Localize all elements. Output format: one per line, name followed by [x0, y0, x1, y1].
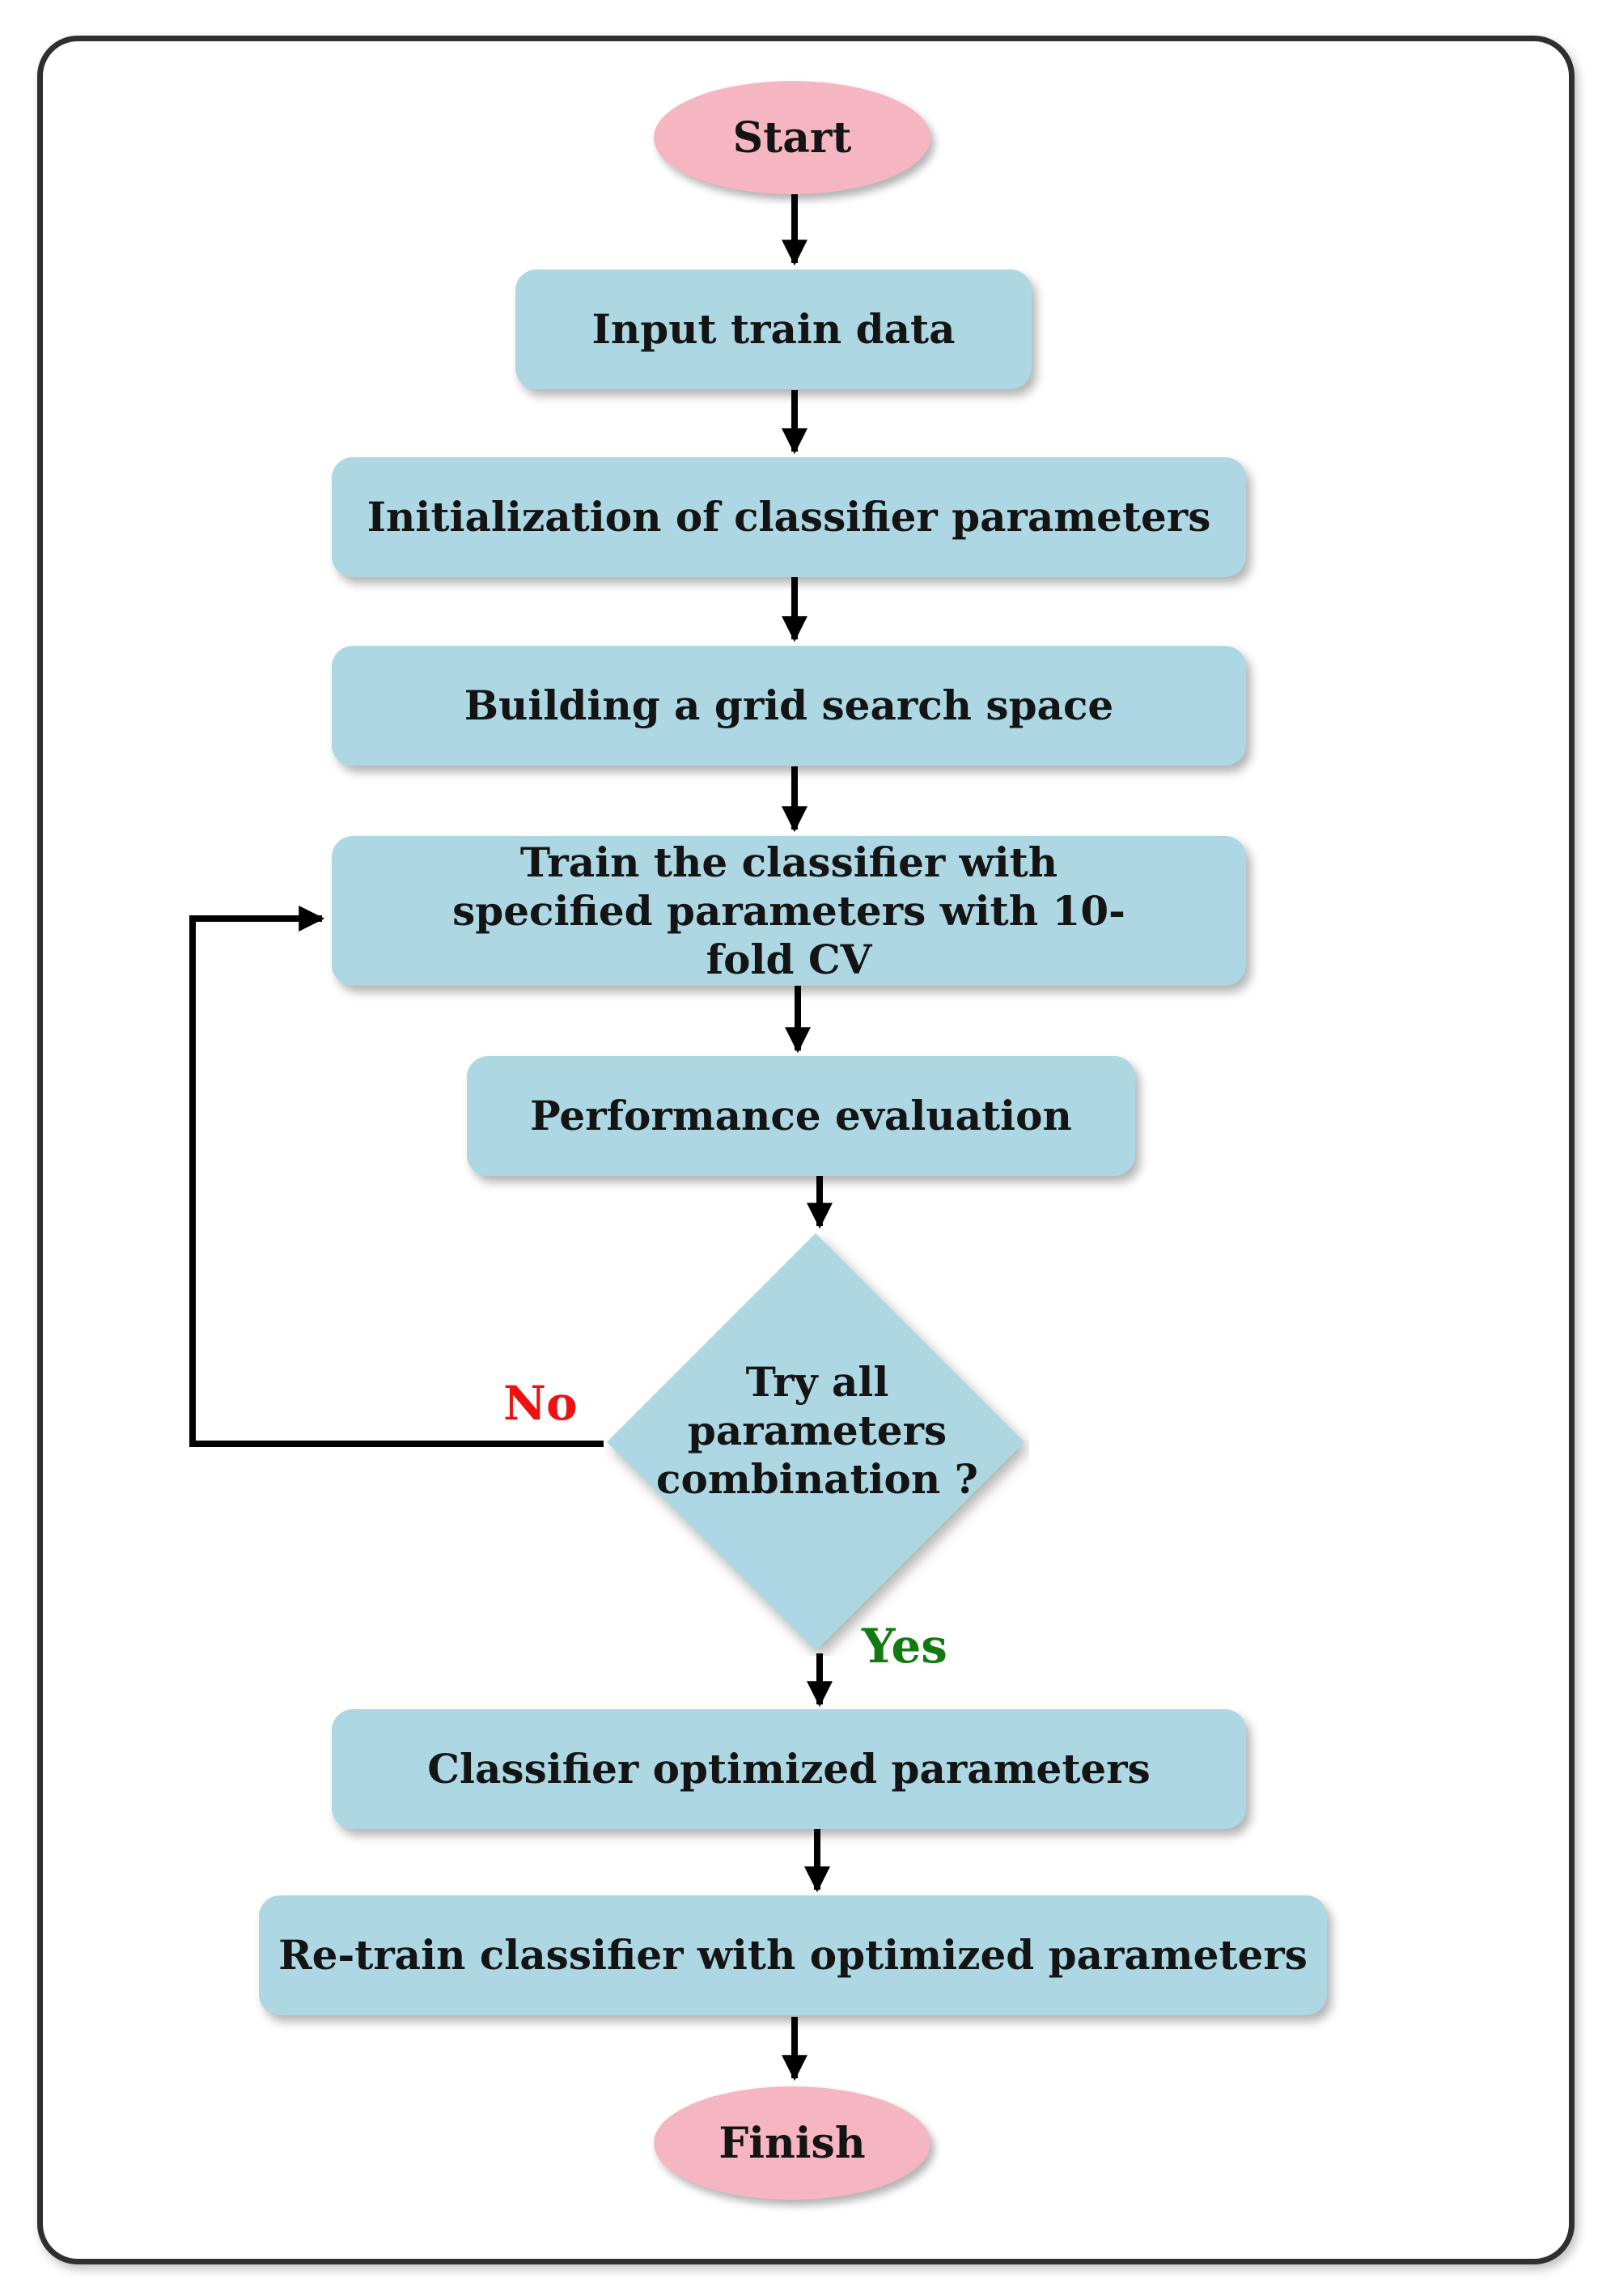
grid-search-step: Building a grid search space — [332, 646, 1246, 766]
no-branch-label: No — [503, 1376, 578, 1431]
start-terminal: Start — [654, 81, 930, 194]
initialization-step: Initialization of classifier parameters — [332, 457, 1246, 577]
finish-terminal: Finish — [654, 2086, 930, 2200]
input-train-data-step: Input train data — [515, 269, 1032, 389]
optimized-parameters-step: Classifier optimized parameters — [332, 1709, 1246, 1829]
decision-diamond — [602, 1229, 1029, 1656]
decision-label: Try all parameters combination ? — [656, 1358, 978, 1503]
performance-evaluation-step: Performance evaluation — [467, 1056, 1135, 1176]
retrain-classifier-step: Re-train classifier with optimized param… — [259, 1895, 1327, 2015]
yes-branch-label: Yes — [862, 1619, 947, 1674]
train-classifier-step: Train the classifier with specified para… — [332, 836, 1246, 986]
